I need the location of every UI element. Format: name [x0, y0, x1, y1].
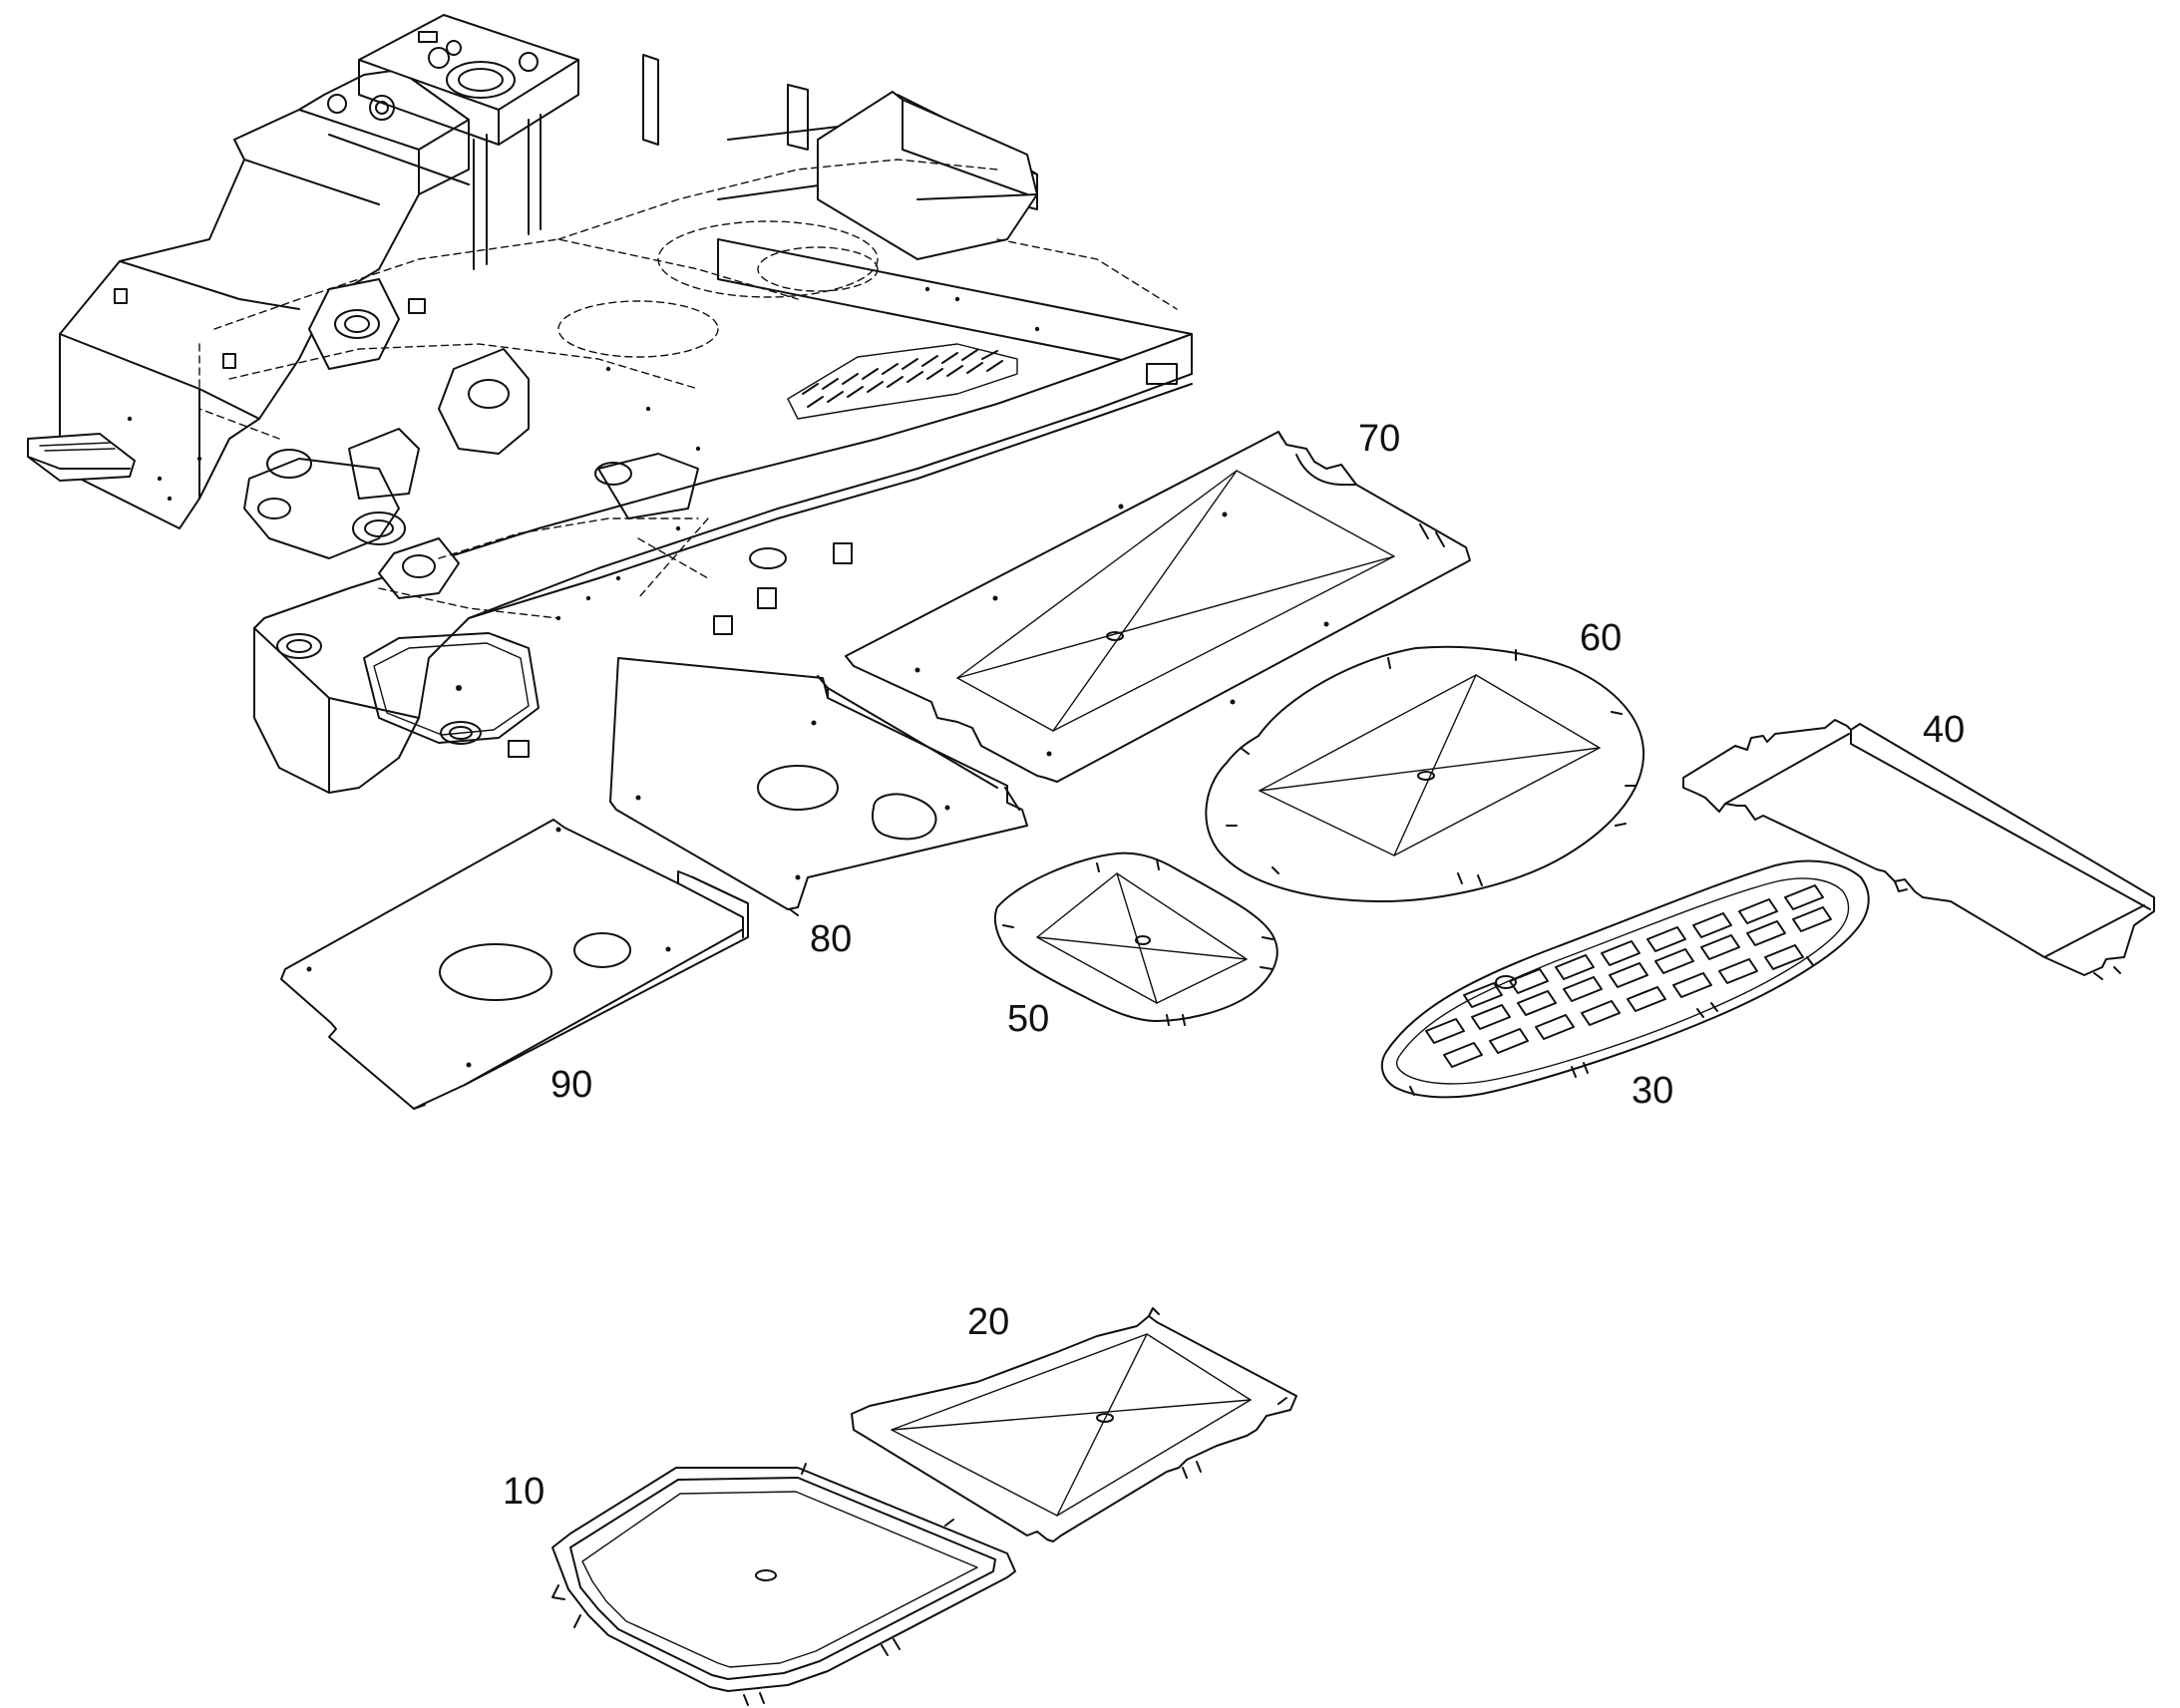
- part-20-cover-plate: [851, 1307, 1297, 1542]
- callout-10: 10: [503, 1471, 545, 1513]
- part-50-small-plate: [993, 852, 1278, 1026]
- part-30-oval-grate: [1380, 859, 1870, 1099]
- part-40-long-cover: [1682, 719, 2155, 980]
- part-60-oval-plate: [1205, 645, 1645, 903]
- callout-70: 70: [1358, 418, 1400, 460]
- part-70-floor-plate: [845, 431, 1471, 783]
- callout-90: 90: [550, 1064, 592, 1106]
- callout-80: 80: [810, 918, 852, 960]
- callout-60: 60: [1580, 617, 1622, 659]
- callout-40: 40: [1923, 709, 1965, 751]
- part-90-flanged-plate: [280, 819, 749, 1110]
- part-10-octagonal-plate: [551, 1463, 1016, 1706]
- callout-30: 30: [1632, 1070, 1673, 1112]
- main-frame-assembly: [27, 14, 1193, 794]
- part-80-bent-plate: [609, 657, 1028, 916]
- callout-50: 50: [1007, 998, 1049, 1040]
- callout-20: 20: [967, 1301, 1009, 1343]
- callout-labels: 70 60 40 80 50 90 30 20 10: [503, 418, 1965, 1513]
